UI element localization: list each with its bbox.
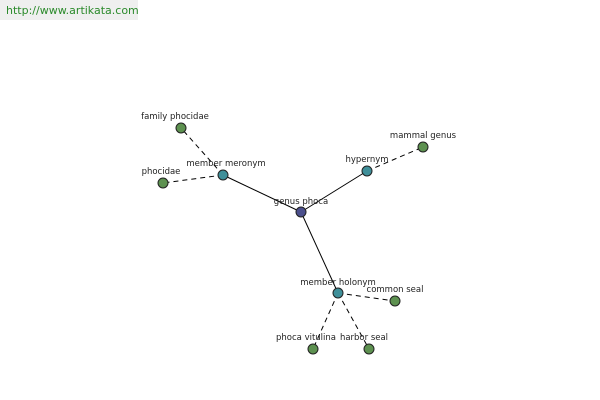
node-harbor-seal[interactable]: harbor seal bbox=[340, 333, 388, 355]
node-circle-phocidae[interactable] bbox=[157, 177, 169, 189]
node-circle-member-meronym[interactable] bbox=[217, 169, 229, 181]
node-member-meronym[interactable]: member meronym bbox=[186, 159, 266, 181]
edge-genus-phoca-to-hypernym bbox=[300, 170, 368, 213]
edge-genus-phoca-to-member-meronym bbox=[222, 174, 302, 213]
node-circle-family-phocidae[interactable] bbox=[175, 122, 187, 134]
edge-member-meronym-to-family-phocidae bbox=[180, 127, 224, 176]
node-label-family-phocidae: family phocidae bbox=[141, 112, 209, 122]
node-label-mammal-genus: mammal genus bbox=[390, 131, 457, 141]
node-circle-harbor-seal[interactable] bbox=[363, 343, 375, 355]
node-label-phoca-vitulina: phoca vitulina bbox=[276, 333, 336, 343]
node-label-genus-phoca: genus phoca bbox=[274, 197, 328, 207]
node-circle-genus-phoca[interactable] bbox=[295, 206, 307, 218]
edges-layer bbox=[162, 127, 424, 350]
edge-member-holonym-to-phoca-vitulina bbox=[312, 292, 339, 350]
node-label-member-meronym: member meronym bbox=[186, 159, 265, 169]
node-label-member-holonym: member holonym bbox=[300, 278, 375, 288]
node-member-holonym[interactable]: member holonym bbox=[300, 278, 376, 299]
node-circle-mammal-genus[interactable] bbox=[417, 141, 429, 153]
node-circle-phoca-vitulina[interactable] bbox=[307, 343, 319, 355]
node-label-phocidae: phocidae bbox=[142, 167, 181, 177]
node-label-common-seal: common seal bbox=[367, 285, 424, 295]
node-family-phocidae[interactable]: family phocidae bbox=[141, 112, 209, 134]
node-label-hypernym: hypernym bbox=[345, 155, 388, 165]
node-circle-common-seal[interactable] bbox=[389, 295, 401, 307]
edge-genus-phoca-to-member-holonym bbox=[300, 211, 339, 294]
node-label-harbor-seal: harbor seal bbox=[340, 333, 388, 343]
edge-member-holonym-to-harbor-seal bbox=[337, 292, 370, 350]
edge-member-holonym-to-common-seal bbox=[337, 292, 396, 302]
edge-hypernym-to-mammal-genus bbox=[366, 146, 424, 172]
node-common-seal[interactable]: common seal bbox=[367, 285, 424, 307]
node-mammal-genus[interactable]: mammal genus bbox=[390, 131, 457, 153]
node-phocidae[interactable]: phocidae bbox=[142, 167, 181, 189]
node-circle-member-holonym[interactable] bbox=[332, 287, 344, 299]
site-url-link[interactable]: http://www.artikata.com bbox=[6, 4, 139, 17]
node-hypernym[interactable]: hypernym bbox=[345, 155, 389, 177]
node-genus-phoca[interactable]: genus phoca bbox=[274, 197, 328, 218]
node-phoca-vitulina[interactable]: phoca vitulina bbox=[276, 333, 336, 355]
node-circle-hypernym[interactable] bbox=[361, 165, 373, 177]
url-banner: http://www.artikata.com bbox=[0, 0, 139, 20]
edge-member-meronym-to-phocidae bbox=[162, 174, 224, 184]
nodes-layer: genus phoca member meronym hypernym member … bbox=[141, 112, 457, 355]
